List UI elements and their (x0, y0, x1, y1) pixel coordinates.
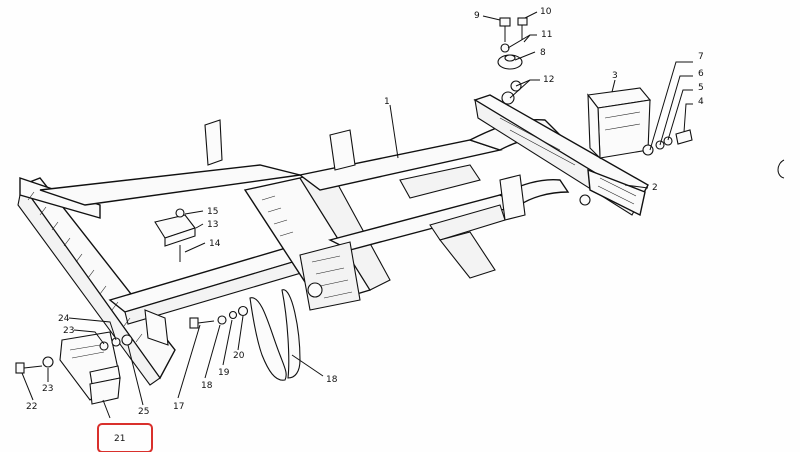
callout-22: 22 (26, 402, 37, 412)
fasteners-8-12 (497, 17, 528, 105)
callout-5: 5 (698, 83, 704, 93)
callout-24: 24 (58, 314, 70, 324)
bolt-set-17-20 (189, 305, 249, 329)
highlight-box (97, 423, 153, 452)
callout-25: 25 (138, 407, 149, 417)
stray-mark (777, 159, 785, 179)
callout-4: 4 (698, 97, 704, 107)
callout-21: 21 (114, 434, 125, 444)
callout-3: 3 (612, 71, 618, 81)
chassis-frame (17, 94, 649, 386)
callout-20: 20 (233, 351, 245, 361)
callout-19: 19 (218, 368, 230, 378)
callout-7: 7 (698, 52, 704, 62)
fasteners-4-7 (642, 129, 693, 156)
callout-11: 11 (541, 30, 552, 40)
rear-bracket-part-3 (586, 87, 652, 160)
callout-8: 8 (540, 48, 546, 58)
bolt-set-22-25 (15, 334, 133, 374)
callout-18-right: 18 (326, 375, 338, 385)
mount-part-13 (154, 208, 196, 262)
callout-13: 13 (207, 220, 218, 230)
callout-10: 10 (540, 7, 552, 17)
callout-labels: 1 2 3 4 5 6 7 8 9 10 11 12 13 14 15 17 1… (26, 7, 704, 444)
callout-12: 12 (543, 75, 554, 85)
callout-23-bottom: 23 (42, 384, 53, 394)
callout-2: 2 (652, 183, 658, 193)
callout-17: 17 (173, 402, 184, 412)
strap-part-18 (249, 289, 301, 381)
leader-lines (21, 11, 693, 419)
callout-15: 15 (207, 207, 218, 217)
front-bracket-part-21 (59, 331, 121, 405)
callout-23-top: 23 (63, 326, 74, 336)
callout-14: 14 (209, 239, 221, 249)
callout-6: 6 (698, 69, 704, 79)
callout-9: 9 (474, 11, 480, 21)
callout-18-left: 18 (201, 381, 213, 391)
callout-1: 1 (384, 97, 390, 107)
